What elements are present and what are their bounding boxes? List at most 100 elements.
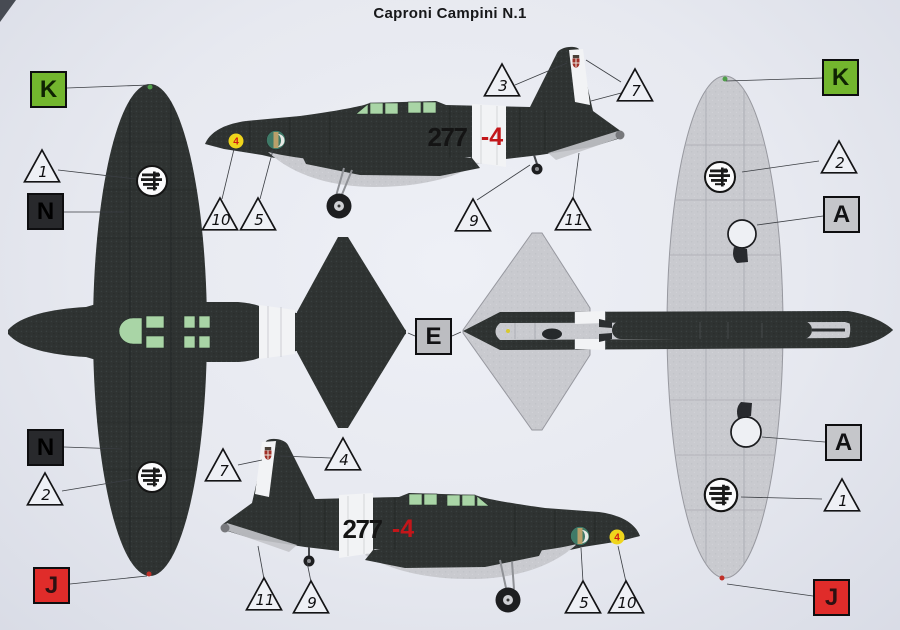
triangle-shape — [292, 579, 330, 614]
triangle-shape — [201, 196, 239, 231]
triangle-number: 7 — [219, 462, 229, 480]
side-lower-tail-underside — [223, 523, 297, 552]
triangle-shape — [554, 196, 592, 231]
triangle-number: 9 — [469, 212, 479, 230]
main-landing-gear — [326, 167, 353, 219]
leader-line — [66, 84, 150, 89]
callout-triangle-5: 5 — [563, 579, 603, 615]
leader-line — [259, 149, 274, 200]
leader-line — [476, 164, 531, 201]
callout-triangle-11: 11 — [553, 196, 593, 232]
triangle-number: 1 — [38, 163, 48, 181]
callout-triangle-11: 11 — [244, 576, 284, 612]
leader-line — [580, 547, 584, 583]
triangle-shape — [823, 477, 861, 512]
triangle-shape — [23, 148, 61, 183]
fuselage-code-number: 277 — [428, 122, 468, 152]
triangle-shape — [483, 62, 521, 97]
leader-line — [590, 91, 626, 102]
callout-triangle-10: 10 — [606, 579, 646, 615]
triangle-number: 10 — [617, 594, 636, 612]
leader-line — [61, 478, 135, 492]
triangle-number: 11 — [255, 591, 274, 609]
leader-line — [279, 455, 332, 459]
bottom-view-band-top — [575, 311, 605, 324]
leader-line — [451, 331, 462, 337]
leader-line — [221, 148, 235, 200]
bottom-view-band-bottom — [575, 339, 605, 350]
leader-line — [63, 446, 123, 450]
leader-line — [585, 59, 622, 83]
fuselage-code-suffix: -4 — [392, 515, 414, 543]
side-upper-wing-strip — [301, 154, 480, 176]
gear-position-circle — [730, 402, 762, 448]
callout-square-n: N — [27, 193, 64, 230]
fuselage-code-suffix: -4 — [481, 123, 503, 151]
tail-wheel — [531, 154, 543, 175]
wingtip-light-green — [722, 76, 728, 82]
leader-line — [407, 332, 416, 337]
nose-number: 4 — [614, 533, 620, 544]
triangle-shape — [26, 471, 64, 506]
callout-square-j: J — [813, 579, 850, 616]
triangle-shape — [820, 139, 858, 174]
side-upper-tail-underside — [548, 131, 622, 160]
photo-corner-artifact — [0, 0, 16, 22]
side-lower-band — [339, 493, 373, 558]
top-view — [8, 84, 406, 577]
side-upper-canopy — [355, 101, 437, 115]
tailwheel-well — [542, 328, 562, 340]
callout-triangle-1: 1 — [22, 148, 62, 184]
callout-triangle-7: 7 — [615, 67, 655, 103]
side-upper-band — [472, 104, 506, 167]
callout-triangle-9: 9 — [453, 197, 493, 233]
callout-triangle-4: 4 — [323, 436, 363, 472]
tail-wheel — [303, 547, 315, 567]
unit-badge — [266, 130, 286, 150]
nose-number-disc — [609, 529, 625, 545]
wingtip-light-red — [146, 571, 152, 577]
callout-square-k: K — [30, 71, 67, 108]
callout-triangle-2: 2 — [25, 471, 65, 507]
triangle-number: 1 — [838, 492, 848, 510]
keel-fork — [599, 319, 612, 342]
exhaust-outlet — [615, 130, 625, 140]
triangle-number: 4 — [339, 451, 349, 469]
triangle-number: 2 — [41, 486, 51, 504]
top-view-wing — [93, 84, 207, 576]
triangle-shape — [607, 579, 645, 614]
tail-light-dot — [506, 329, 510, 333]
triangle-shape — [454, 197, 492, 232]
leader-line — [725, 77, 823, 82]
leader-line — [741, 160, 820, 173]
side-lower-canopy — [408, 493, 490, 507]
triangle-number: 7 — [631, 82, 641, 100]
leader-line — [617, 545, 627, 583]
callout-square-k: K — [822, 59, 859, 96]
nose-number-disc — [228, 133, 244, 149]
side-view-upper: 4 277 -4 — [205, 46, 625, 219]
callout-triangle-7: 7 — [203, 447, 243, 483]
leader-line — [69, 575, 148, 585]
callout-triangle-5: 5 — [238, 196, 278, 232]
leader-line — [756, 215, 824, 226]
triangle-number: 10 — [211, 211, 230, 229]
triangle-number: 9 — [307, 594, 317, 612]
triangle-number: 3 — [498, 77, 508, 95]
callout-square-e: E — [415, 318, 452, 355]
triangle-shape — [245, 576, 283, 611]
triangle-shape — [239, 196, 277, 231]
bottom-view — [462, 75, 893, 581]
wingtip-light-red — [719, 575, 725, 581]
callout-triangle-9: 9 — [291, 579, 331, 615]
nose-number: 4 — [233, 137, 239, 148]
leader-line — [761, 436, 826, 443]
top-view-tailplane — [297, 237, 406, 428]
page-title: Caproni Campini N.1 — [373, 5, 527, 22]
gear-position-circle — [727, 219, 757, 263]
side-lower-wing-strip — [365, 546, 544, 568]
triangle-shape — [564, 579, 602, 614]
